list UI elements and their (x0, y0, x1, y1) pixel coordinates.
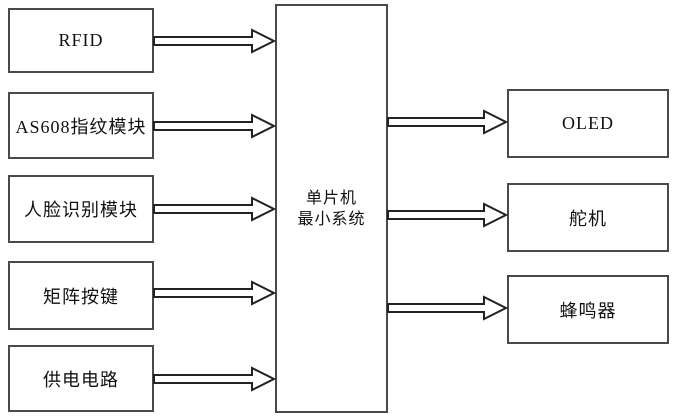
arrow-mcu-to-oled (387, 109, 509, 135)
block-buzzer-label: 蜂鸣器 (559, 300, 617, 321)
block-power-supply-circuit-label: 供电电路 (43, 369, 119, 390)
block-face-recognition-module-label: 人脸识别模块 (24, 200, 138, 220)
block-oled: OLED (507, 89, 669, 158)
block-buzzer: 蜂鸣器 (507, 275, 669, 344)
block-servo: 舵机 (507, 183, 669, 252)
mcu-label-line2: 最小系统 (297, 210, 366, 228)
block-matrix-keypad: 矩阵按键 (8, 261, 154, 330)
arrow-power-supply-to-mcu (153, 366, 277, 392)
block-matrix-keypad-label: 矩阵按键 (43, 286, 119, 307)
arrow-rfid-to-mcu (153, 28, 277, 54)
arrow-matrix-keypad-to-mcu (153, 280, 277, 306)
block-rfid: RFID (8, 8, 154, 73)
block-servo-label: 舵机 (569, 208, 607, 229)
arrow-face-recognition-to-mcu (153, 196, 277, 222)
block-oled-label: OLED (562, 113, 614, 133)
block-power-supply-circuit: 供电电路 (8, 345, 154, 412)
mcu-label-line1: 单片机 (305, 189, 357, 207)
block-mcu-minimal-system: 单片机 最小系统 (275, 4, 388, 413)
arrow-mcu-to-buzzer (387, 295, 509, 321)
arrow-mcu-to-servo (387, 202, 509, 228)
block-fingerprint-module-label: AS608指纹模块 (15, 116, 147, 137)
block-fingerprint-module: AS608指纹模块 (8, 92, 154, 159)
block-mcu-minimal-system-label: 单片机 最小系统 (297, 188, 365, 230)
block-rfid-label: RFID (58, 30, 104, 50)
arrow-fingerprint-to-mcu (153, 113, 277, 139)
block-face-recognition-module: 人脸识别模块 (8, 175, 154, 243)
